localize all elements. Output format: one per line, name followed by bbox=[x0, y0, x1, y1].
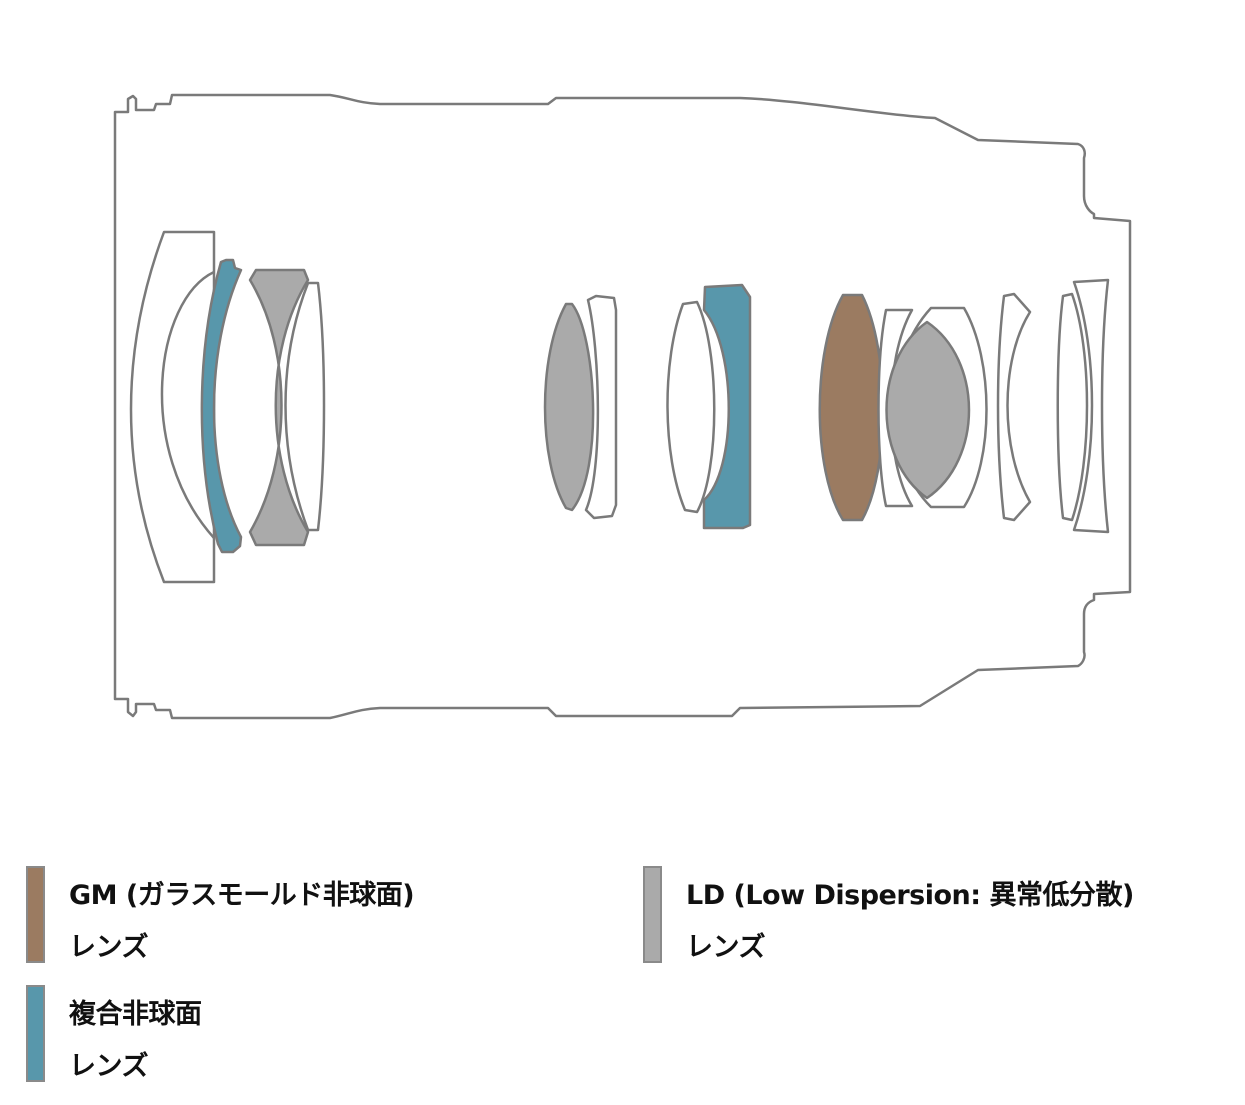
legend-label-ld-line1: LD (Low Dispersion: 異常低分散) bbox=[686, 880, 1134, 911]
legend-label-ld: LD (Low Dispersion: 異常低分散) レンズ bbox=[686, 870, 1134, 974]
legend-label-aspherical-line1: 複合非球面 bbox=[69, 999, 202, 1030]
lens-element-7 bbox=[666, 300, 716, 514]
lens-element-6 bbox=[584, 294, 618, 520]
lens-element-8-aspherical bbox=[702, 283, 752, 530]
lens-element-10 bbox=[877, 308, 914, 508]
legend-label-gm-line2: レンズ bbox=[69, 932, 148, 963]
legend-label-gm-line1: GM (ガラスモールド非球面) bbox=[69, 880, 415, 911]
lens-element-14 bbox=[1056, 292, 1089, 522]
lens-element-5-ld bbox=[543, 302, 595, 512]
lens-element-9-gm bbox=[818, 293, 885, 522]
legend-label-gm: GM (ガラスモールド非球面) レンズ bbox=[69, 870, 415, 974]
lens-element-1-inner-curve bbox=[160, 270, 215, 539]
lens-element-4 bbox=[284, 281, 326, 532]
legend-swatch-gm bbox=[26, 866, 45, 963]
lens-construction-diagram bbox=[113, 93, 1132, 720]
lens-element-15 bbox=[1072, 278, 1110, 534]
legend-label-aspherical: 複合非球面 レンズ bbox=[69, 989, 202, 1093]
lens-element-3-ld bbox=[248, 268, 310, 547]
legend-label-aspherical-line2: レンズ bbox=[69, 1051, 148, 1082]
lens-element-2-aspherical bbox=[200, 258, 243, 554]
legend-swatch-ld bbox=[643, 866, 662, 963]
lens-element-1 bbox=[129, 230, 216, 584]
lens-element-13 bbox=[996, 292, 1032, 522]
legend-swatch-aspherical bbox=[26, 985, 45, 1082]
lens-element-12-ld bbox=[885, 320, 971, 500]
lens-barrel-outline bbox=[113, 93, 1132, 720]
legend-label-ld-line2: レンズ bbox=[686, 932, 765, 963]
